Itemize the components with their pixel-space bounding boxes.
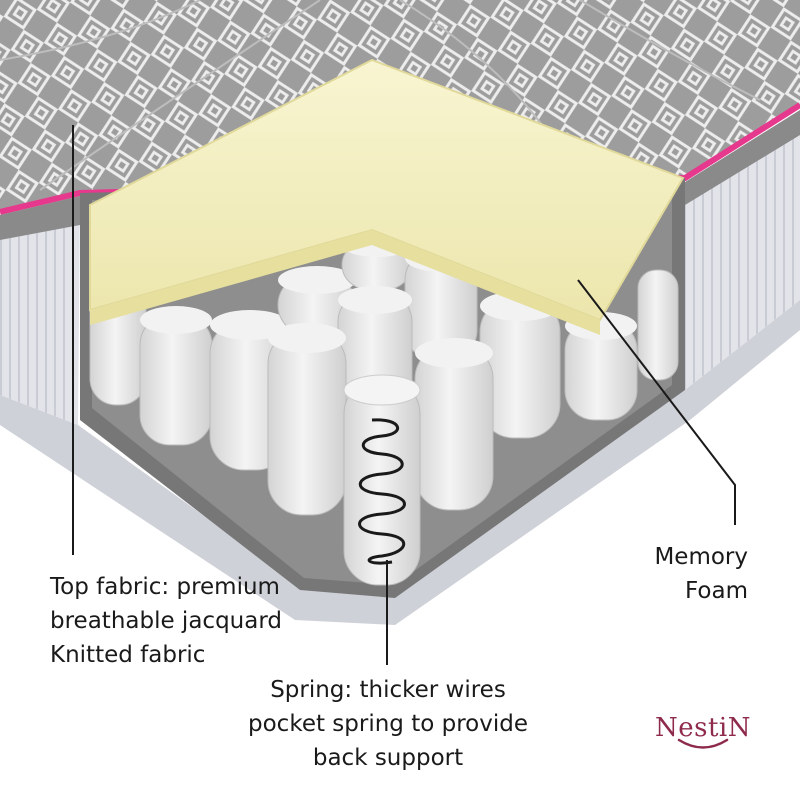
border-band: [0, 196, 80, 240]
cutaway-section: [80, 58, 685, 598]
top-fabric-label: Top fabric: premium breathable jacquard …: [50, 574, 282, 668]
spring-pocket: [564, 312, 638, 421]
coil-spring: [358, 418, 406, 565]
spring-pocket: [267, 323, 347, 516]
spring-pocket: [277, 266, 357, 336]
base-edge: [0, 300, 800, 625]
brand-logo: NestiN: [648, 713, 758, 751]
smile-icon: [677, 738, 729, 749]
memory-foam-side: [90, 230, 600, 335]
front-spring-pocket: [343, 374, 421, 586]
memory-foam-callout-line: [577, 279, 736, 525]
spring-pocket: [637, 269, 679, 381]
memory-foam-label: Memory Foam: [654, 544, 748, 604]
left-side-panel: [0, 200, 80, 425]
spring-pocket: [414, 338, 494, 511]
spring-label: Spring: thicker wires pocket spring to p…: [248, 677, 528, 771]
border-band-right: [685, 110, 800, 205]
callout-lines: [72, 125, 736, 665]
spring-pocket: [139, 306, 213, 446]
brand-name: NestiN: [655, 713, 751, 743]
